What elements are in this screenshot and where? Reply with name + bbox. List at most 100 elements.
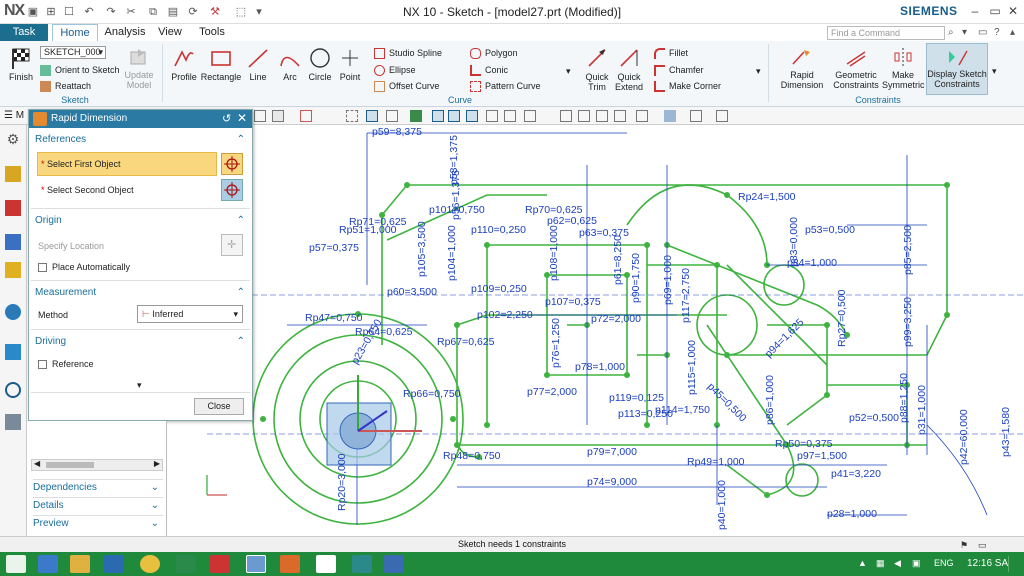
sketch-vertex-point[interactable] xyxy=(404,182,410,188)
dimension-label[interactable]: Rp47=0,750 xyxy=(305,312,363,324)
window-icon[interactable]: ▭ xyxy=(978,27,988,38)
menu-button[interactable]: ☰ M xyxy=(4,110,24,121)
reset-icon[interactable]: ↺ xyxy=(222,113,232,125)
rectangle-button[interactable]: Rectangle xyxy=(200,46,242,82)
sketch-vertex-point[interactable] xyxy=(544,372,550,378)
dimension-label[interactable]: p41=3,220 xyxy=(831,468,881,480)
first-object-crosshair-button[interactable] xyxy=(221,153,243,175)
dimension-label[interactable]: Rp20=3,000 xyxy=(336,453,348,511)
quick-trim-button[interactable]: Quick Trim xyxy=(582,46,612,92)
dimension-label[interactable]: p62=0,625 xyxy=(547,215,597,227)
dimension-label[interactable]: p77=2,000 xyxy=(527,386,577,398)
sketch-vertex-point[interactable] xyxy=(450,416,456,422)
origin-section-header[interactable]: Origin⌃ xyxy=(35,213,247,229)
show-desktop-button[interactable] xyxy=(1008,556,1020,572)
method-select[interactable]: ⊢ Inferred▾ xyxy=(137,305,243,323)
help-icon[interactable]: ? xyxy=(994,27,1000,38)
select-first-object-row[interactable] xyxy=(37,152,217,176)
make-symmetric-button[interactable]: Make Symmetric xyxy=(882,46,925,90)
chamfer-button[interactable]: Chamfer xyxy=(654,63,704,77)
dimension-label[interactable]: p23=0,750 xyxy=(349,317,384,366)
tray-app-icon[interactable]: ▣ xyxy=(912,558,921,568)
pattern-curve-button[interactable]: Pattern Curve xyxy=(470,79,541,93)
dimension-label[interactable]: p84=1,000 xyxy=(787,257,837,269)
copy-icon[interactable]: ⧉ xyxy=(149,6,157,18)
clock[interactable]: 12:16 SA xyxy=(967,558,1009,569)
dependencies-panel[interactable]: Dependencies⌄ xyxy=(33,479,163,495)
dimension-label[interactable]: p110=0,250 xyxy=(471,224,526,236)
view-options-icon[interactable] xyxy=(690,110,702,122)
taskbar-app-icon[interactable] xyxy=(384,555,404,573)
taskbar-app-icon[interactable] xyxy=(352,555,372,573)
constraint-navigator-icon[interactable] xyxy=(5,234,21,250)
minimize-button[interactable]: – xyxy=(971,4,979,18)
layer-icon[interactable] xyxy=(716,110,728,122)
sketch-vertex-point[interactable] xyxy=(844,332,850,338)
start-button[interactable] xyxy=(6,555,26,573)
offset-curve-button[interactable]: Offset Curve xyxy=(374,79,439,93)
hd3d-icon[interactable] xyxy=(5,304,21,320)
nx-taskbar-icon[interactable] xyxy=(246,555,266,573)
window-switch-icon[interactable]: ⬚ xyxy=(235,6,247,18)
cut-icon[interactable]: ✂ xyxy=(126,6,136,18)
dimension-label[interactable]: p107=0,375 xyxy=(545,296,601,308)
selection-box-icon[interactable] xyxy=(346,110,358,122)
finish-button[interactable]: Finish xyxy=(6,46,36,82)
language-indicator[interactable]: ENG xyxy=(934,558,954,568)
dimension-label[interactable]: p45=0,500 xyxy=(705,381,749,425)
dimension-label[interactable]: p85=2,500 xyxy=(902,225,914,275)
sketch-vertex-point[interactable] xyxy=(454,442,460,448)
dimension-label[interactable]: p63=0,375 xyxy=(579,227,629,239)
checkbox-icon[interactable]: ☐ xyxy=(64,6,74,18)
snap-icon[interactable] xyxy=(300,110,312,122)
sketch-vertex-point[interactable] xyxy=(484,242,490,248)
sketch-vertex-point[interactable] xyxy=(476,454,482,460)
dimension-label[interactable]: Rp24=1,500 xyxy=(738,191,796,203)
reattach-button[interactable]: Reattach xyxy=(40,79,91,93)
dimension-label[interactable]: p74=9,000 xyxy=(587,476,637,488)
dimension-label[interactable]: p53=0,500 xyxy=(805,224,855,236)
specify-location-button[interactable]: ✛ xyxy=(221,234,243,256)
tab-tools[interactable]: Tools xyxy=(199,26,225,38)
dimension-label[interactable]: p115=1,000 xyxy=(686,340,698,395)
dimension-label[interactable]: p101=0,750 xyxy=(429,204,485,216)
filter-icon[interactable] xyxy=(254,110,266,122)
select-icon[interactable] xyxy=(272,110,284,122)
sketch-vertex-point[interactable] xyxy=(644,242,650,248)
quick-access-dropdown-icon[interactable]: ▾ xyxy=(256,6,262,18)
dimension-label[interactable]: p72=2,000 xyxy=(591,313,641,325)
sketch-vertex-point[interactable] xyxy=(624,372,630,378)
geometric-constraints-button[interactable]: Geometric Constraints xyxy=(832,46,880,90)
dimension-label[interactable]: p42=60,000 xyxy=(958,409,970,465)
sketch-vertex-point[interactable] xyxy=(260,416,266,422)
tab-task[interactable]: Task xyxy=(0,24,48,41)
taskbar-app-icon[interactable] xyxy=(280,555,300,573)
select-first-object[interactable]: * Select First Object xyxy=(41,159,121,169)
sketch-vertex-point[interactable] xyxy=(784,442,790,448)
orient-to-sketch-button[interactable]: Orient to Sketch xyxy=(40,63,120,77)
web-browser-icon[interactable] xyxy=(5,344,21,360)
zoom-icon[interactable] xyxy=(578,110,590,122)
dimension-label[interactable]: p78=1,000 xyxy=(575,361,625,373)
pan-icon[interactable] xyxy=(614,110,626,122)
scroll-thumb[interactable] xyxy=(46,462,94,468)
tab-analysis[interactable]: Analysis xyxy=(104,26,146,38)
sketch-vertex-point[interactable] xyxy=(624,272,630,278)
dimension-label[interactable]: p102=2,250 xyxy=(477,309,533,321)
measurement-section-header[interactable]: Measurement⌃ xyxy=(35,285,247,301)
tab-home[interactable]: Home xyxy=(52,24,98,41)
dimension-label[interactable]: p56=1,375 xyxy=(450,170,462,220)
point-button[interactable]: Point xyxy=(336,46,364,82)
second-object-crosshair-button[interactable] xyxy=(221,179,243,201)
process-studio-icon[interactable] xyxy=(5,414,21,430)
file-explorer-icon[interactable] xyxy=(70,555,90,573)
dimension-label[interactable]: Rp27=0,500 xyxy=(836,289,848,347)
scroll-left-icon[interactable]: ◀ xyxy=(34,459,41,468)
studio-spline-button[interactable]: Studio Spline xyxy=(374,46,442,60)
tray-arrow-icon[interactable]: ▲ xyxy=(858,558,867,568)
sketch-vertex-point[interactable] xyxy=(355,311,361,317)
sketch-vertex-point[interactable] xyxy=(454,322,460,328)
dimension-label[interactable]: Rp51=1,000 xyxy=(339,224,397,236)
dimension-label[interactable]: Rp48=0,750 xyxy=(443,450,501,462)
